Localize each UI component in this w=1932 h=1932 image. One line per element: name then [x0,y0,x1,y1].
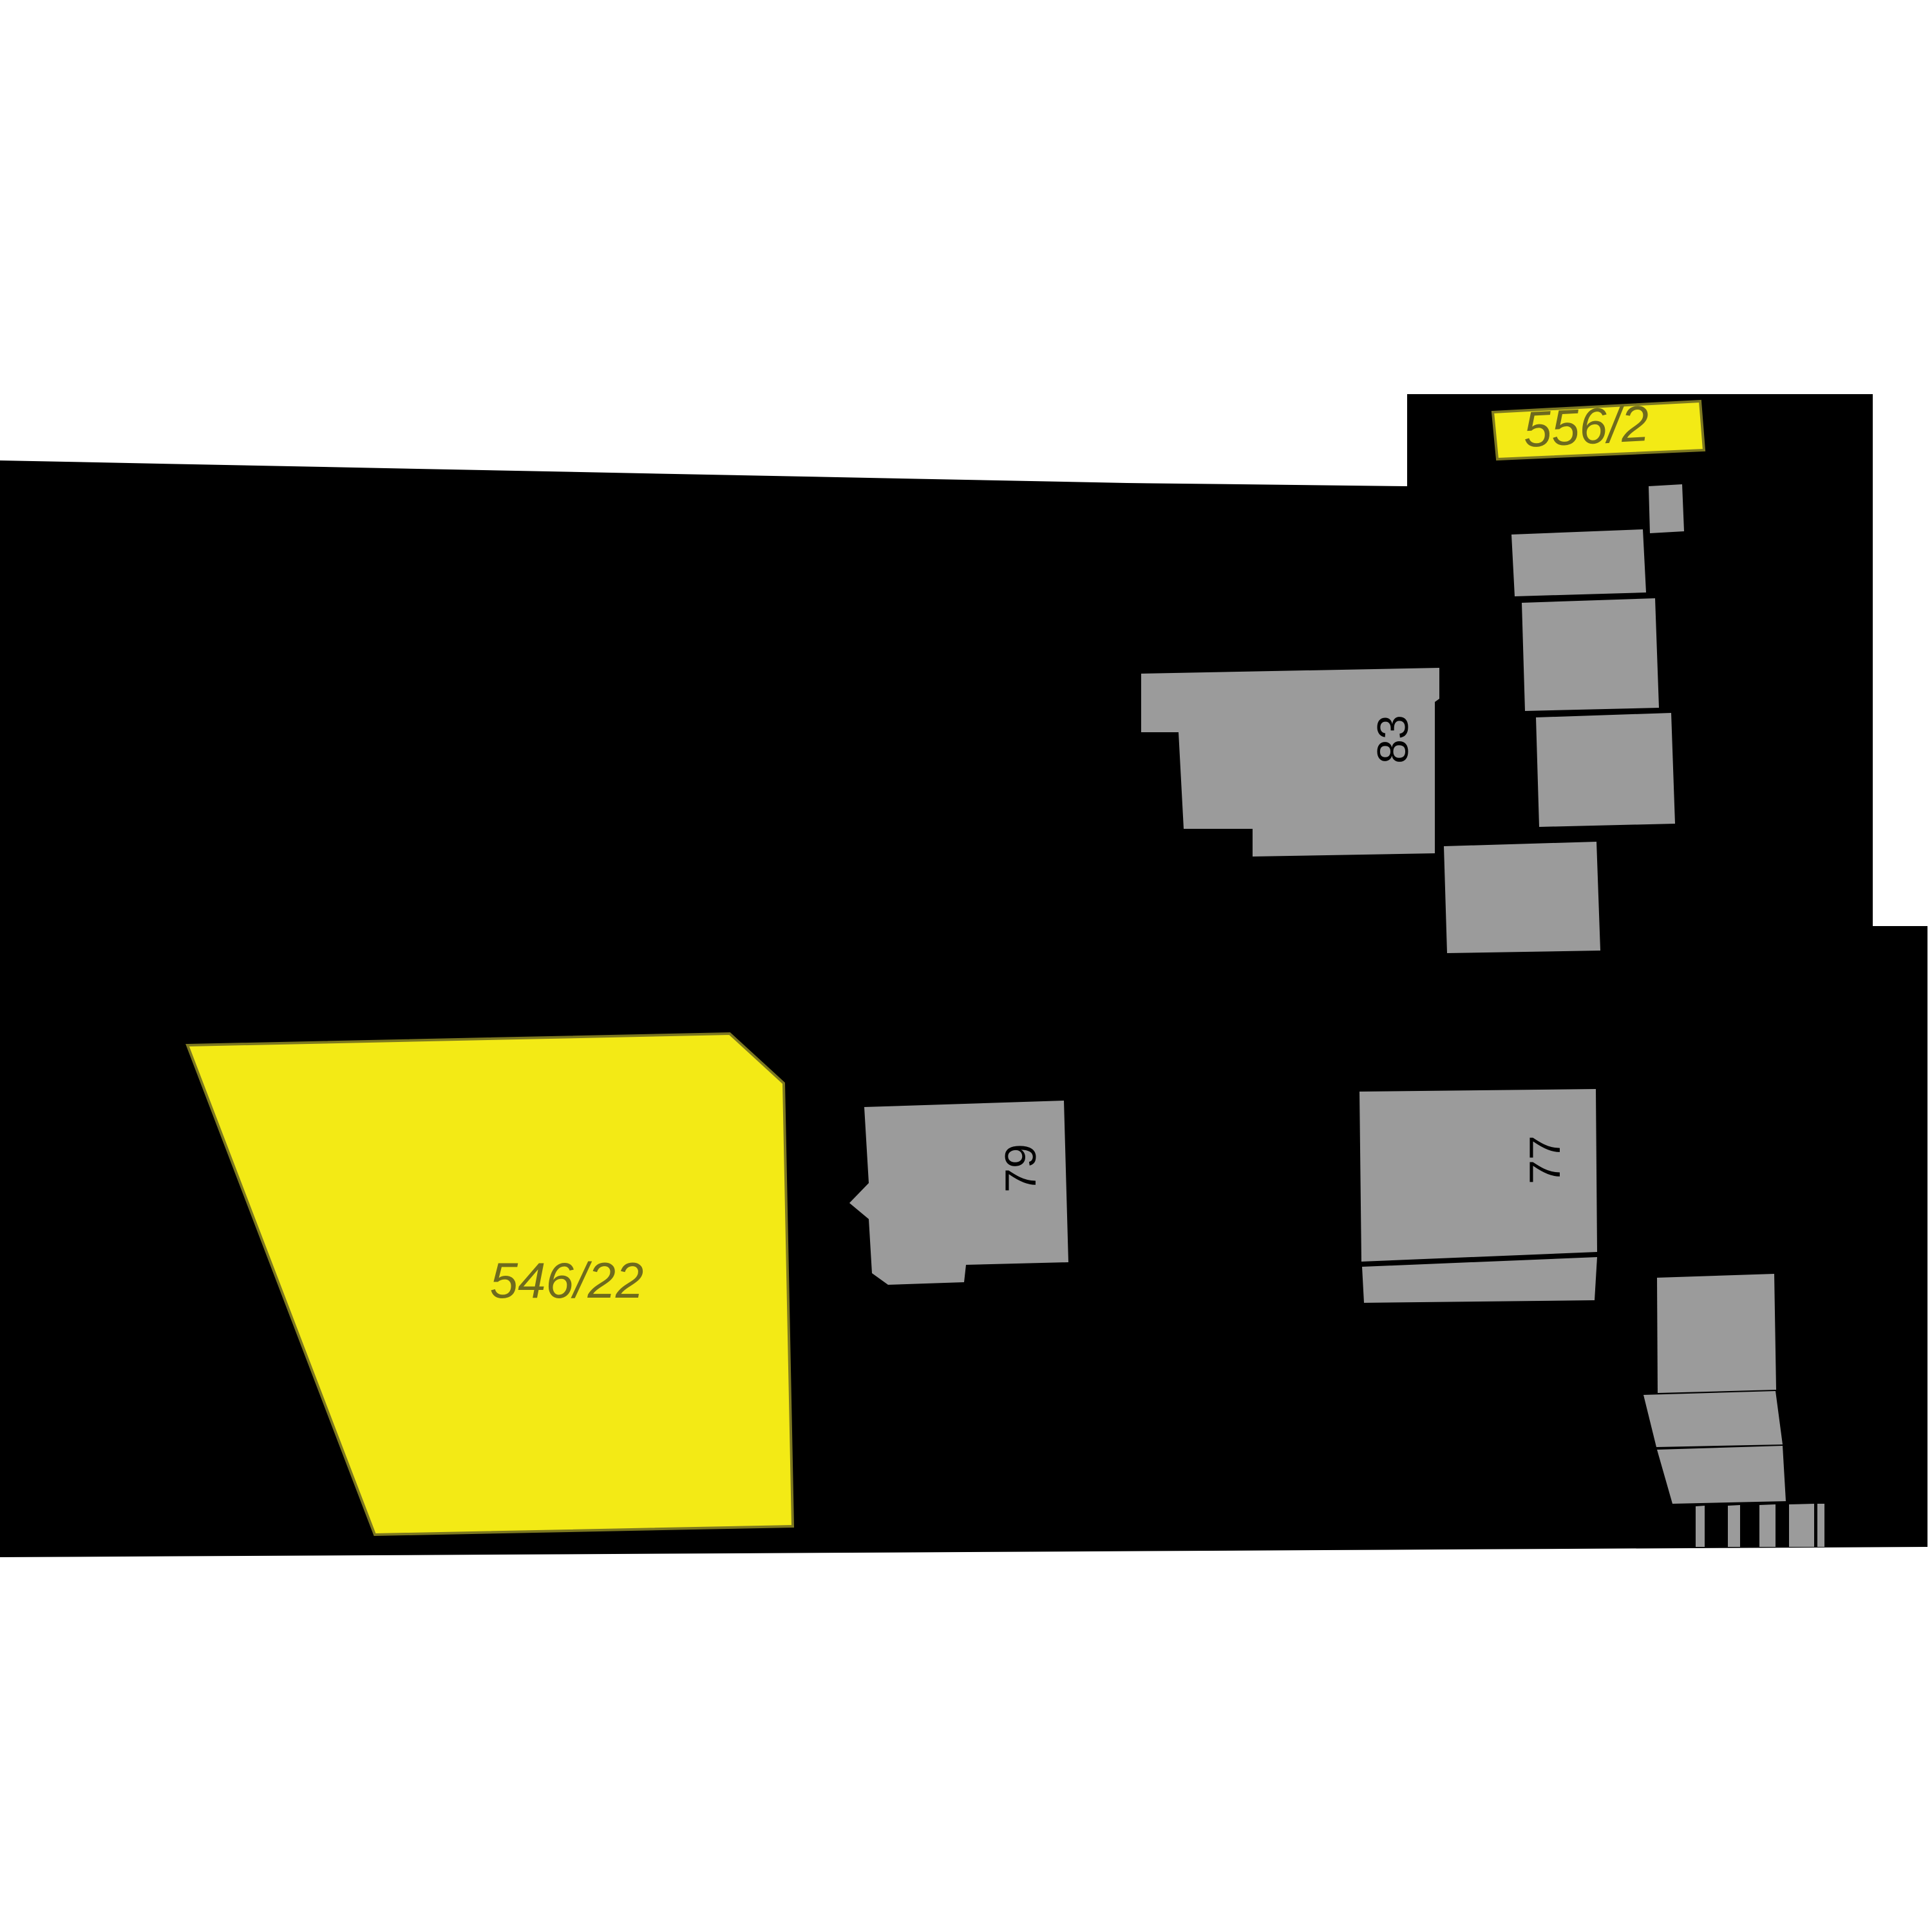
parcel-546-22[interactable] [185,1032,795,1537]
garage-3[interactable] [1536,713,1675,827]
annex-block-2[interactable] [1643,1391,1783,1447]
hatch-bar-2 [1728,1505,1740,1547]
building-83[interactable] [1141,668,1439,857]
garage-1[interactable] [1511,529,1646,596]
parcel-556-2[interactable] [1491,399,1706,461]
building-label-77: 77 [1520,1135,1569,1184]
building-77-annex[interactable] [1362,1257,1597,1303]
parcel-label-556-2: 556/2 [1522,395,1651,458]
shed-small[interactable] [1649,484,1684,533]
hatch-bar-5 [1817,1504,1824,1547]
garage-2[interactable] [1522,598,1659,711]
annex-block-1[interactable] [1657,1274,1776,1393]
parcel-label-546-22: 546/22 [490,1252,644,1309]
hatch-bar-4 [1789,1504,1814,1547]
building-77-main[interactable] [1359,1089,1597,1262]
outbuilding-square[interactable] [1444,842,1600,953]
hatch-bar-3 [1759,1504,1776,1547]
building-label-83: 83 [1368,715,1417,764]
hatch-bar-1 [1696,1506,1705,1547]
building-label-79: 79 [996,1144,1045,1193]
annex-block-3[interactable] [1657,1446,1786,1504]
building-79[interactable] [849,1101,1068,1285]
